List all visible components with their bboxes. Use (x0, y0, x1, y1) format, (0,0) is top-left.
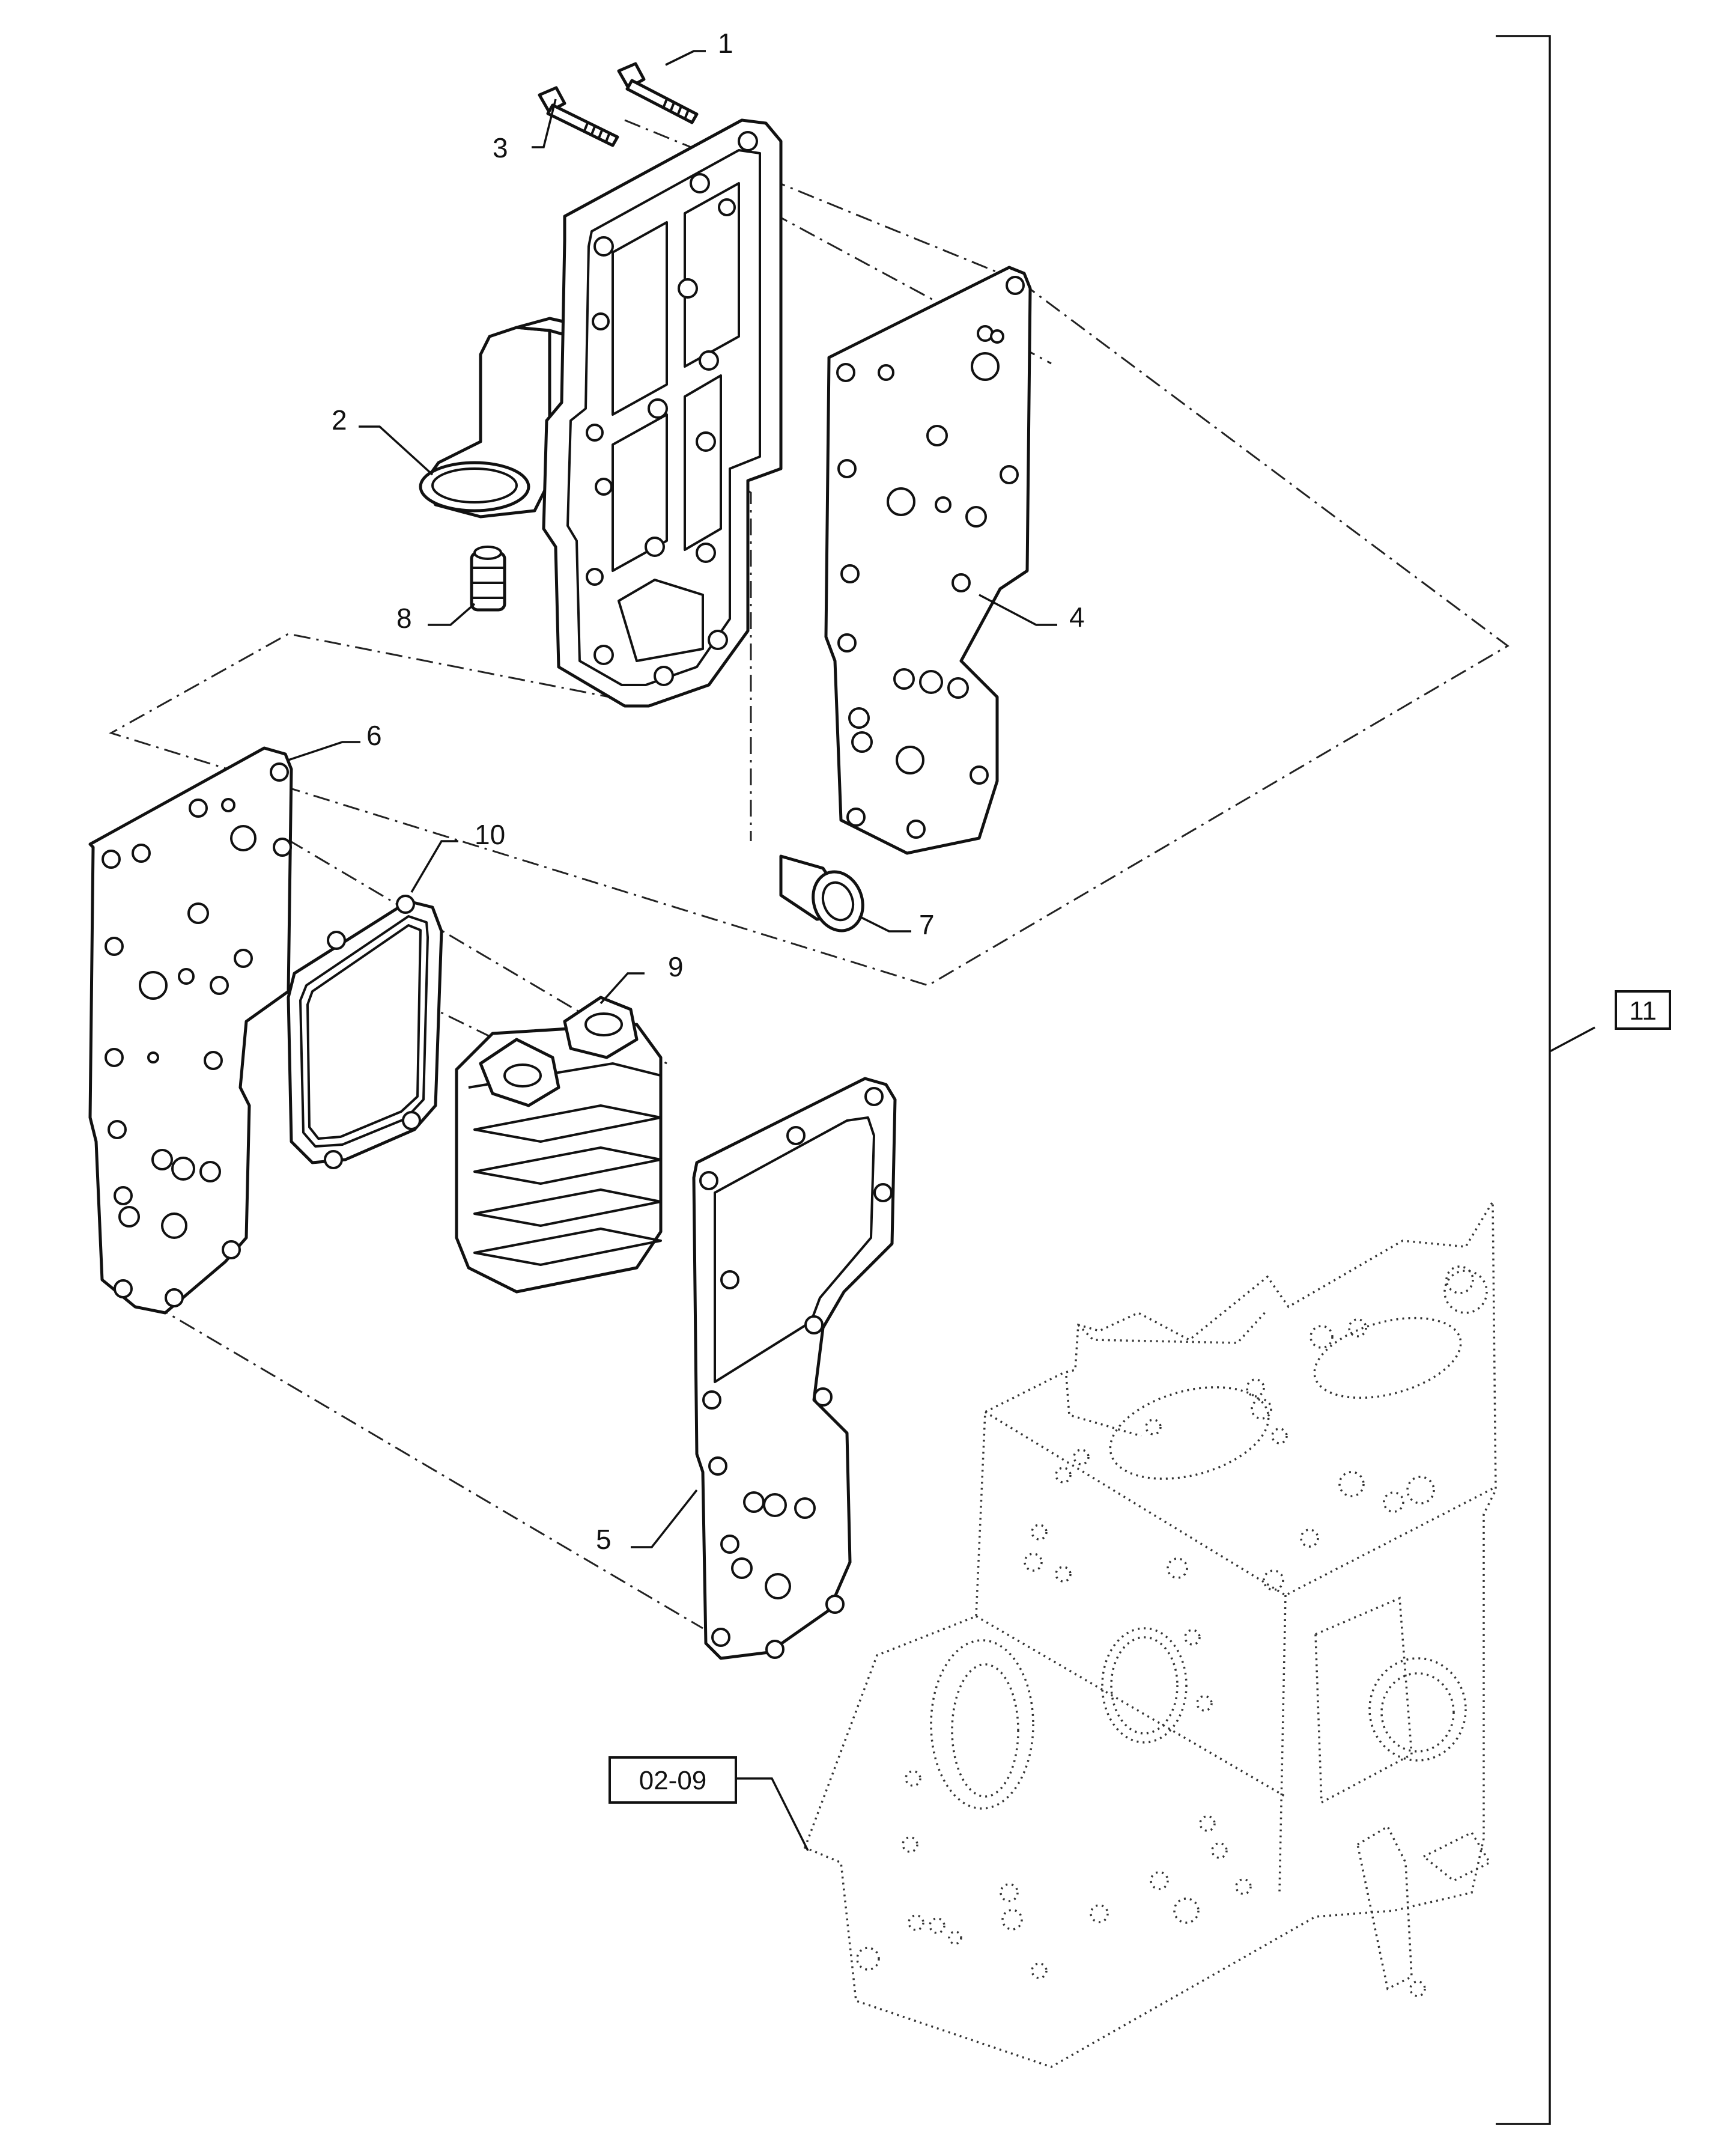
assembly-bracket (1496, 35, 1595, 2125)
callout-10: 10 (475, 819, 505, 850)
callout-4: 4 (1069, 601, 1085, 633)
gasket-5 (692, 1077, 897, 1660)
callout-8: 8 (396, 603, 412, 634)
leader-1 (665, 50, 706, 66)
callout-6: 6 (366, 720, 382, 751)
callout-7: 7 (919, 909, 935, 940)
leader-4 (979, 594, 1057, 626)
leader-10 (410, 840, 458, 893)
leader-lines (288, 50, 1057, 1851)
sleeve-7 (779, 854, 864, 933)
leader-2 (359, 425, 434, 476)
leader-5 (631, 1489, 698, 1548)
leader-ref (736, 1777, 809, 1851)
plug-8 (470, 546, 506, 612)
leader-9 (599, 972, 645, 1005)
callout-2: 2 (332, 404, 347, 436)
leader-8 (428, 603, 476, 626)
gasket-6 (88, 746, 293, 1315)
filter-adaptor-2 (419, 317, 578, 519)
callout-labels: 1 2 3 4 5 6 7 8 9 10 (332, 28, 1085, 1555)
cooler-core-9 (455, 996, 663, 1294)
leader-7 (858, 915, 911, 933)
bolt-3 (538, 86, 619, 147)
callout-9: 9 (668, 951, 684, 982)
callout-1: 1 (718, 28, 733, 59)
group-ref-box: 11 (1615, 990, 1671, 1030)
gasket-4 (824, 266, 1032, 855)
external-ref-box: 02-09 (609, 1756, 737, 1804)
external-ref-label: 02-09 (639, 1766, 707, 1795)
group-ref-label: 11 (1629, 996, 1657, 1026)
leader-3 (532, 99, 557, 148)
engine-block-reference (803, 1197, 1497, 2068)
bolt-1 (617, 62, 699, 124)
seal-10 (287, 895, 443, 1169)
callout-5: 5 (596, 1524, 612, 1555)
leader-6 (288, 741, 360, 761)
callout-3: 3 (493, 132, 508, 163)
cooler-housing (542, 118, 783, 708)
